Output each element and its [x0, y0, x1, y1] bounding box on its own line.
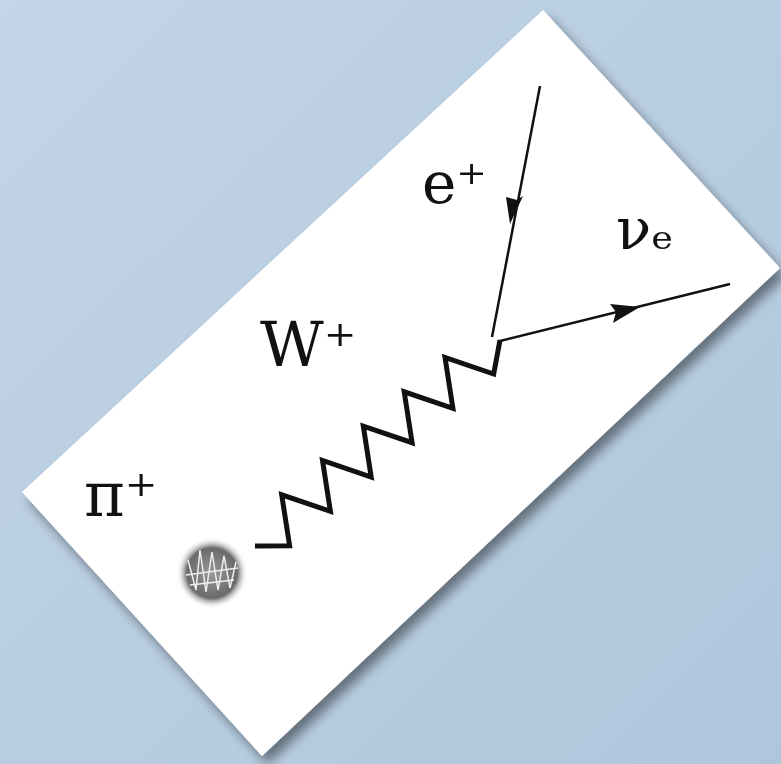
card [22, 10, 780, 756]
w-boson-label: W⁺ [256, 312, 360, 378]
neutrino-arrow [610, 304, 640, 323]
neutrino-label: νₑ [612, 198, 678, 260]
blob-scribble [186, 550, 238, 592]
positron-line [492, 86, 540, 337]
pion-blob [176, 537, 248, 609]
positron-label: e⁺ [418, 152, 491, 214]
pion-label: π⁺ [80, 462, 161, 528]
neutrino-line [500, 284, 730, 341]
positron-arrow [506, 196, 523, 224]
